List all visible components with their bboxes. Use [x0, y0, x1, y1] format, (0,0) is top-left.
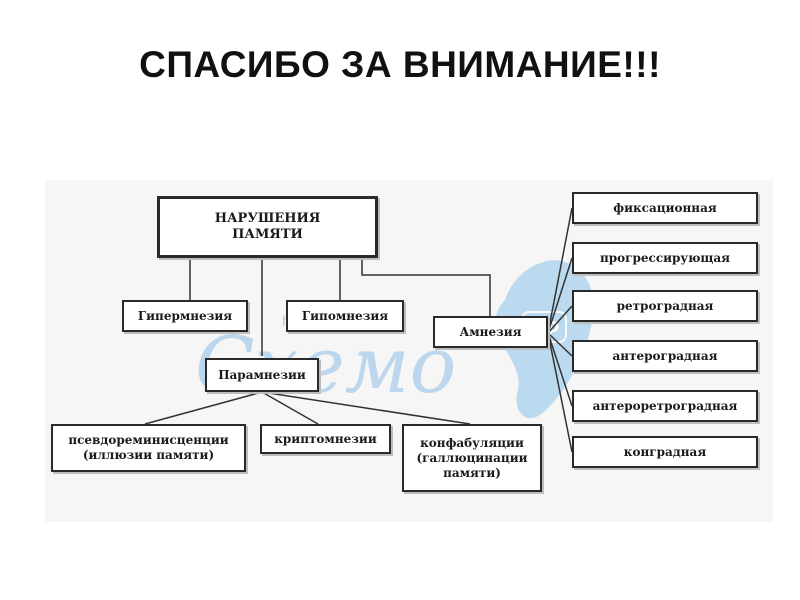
- hypermnesia-label: Гипермнезия: [137, 308, 233, 323]
- paramnesia-type-label: криптомнезии: [274, 431, 377, 446]
- amnesia-type-label: фиксационная: [613, 200, 717, 215]
- paramnesia-type-label: конфабуляции (галлюцинации памяти): [416, 435, 528, 480]
- amnesia-box: Амнезия: [433, 316, 548, 348]
- amnesia-type-label: антероградная: [612, 348, 718, 363]
- paramnesia-type-box: криптомнезии: [260, 424, 391, 454]
- amnesia-type-box: конградная: [572, 436, 758, 468]
- amnesia-type-label: ретроградная: [616, 298, 714, 313]
- hypomnesia-label: Гипомнезия: [301, 308, 389, 323]
- root-label: НАРУШЕНИЯ ПАМЯТИ: [214, 210, 321, 242]
- hypermnesia-box: Гипермнезия: [122, 300, 248, 332]
- hypomnesia-box: Гипомнезия: [286, 300, 404, 332]
- amnesia-type-label: антероретроградная: [592, 398, 738, 413]
- paramnesia-type-box: псевдореминисценции (иллюзии памяти): [51, 424, 246, 472]
- amnesia-type-label: прогрессирующая: [599, 250, 731, 265]
- amnesia-type-box: ретроградная: [572, 290, 758, 322]
- amnesia-type-label: конградная: [623, 444, 707, 459]
- paramnesia-label: Парамнезии: [218, 367, 306, 382]
- amnesia-type-box: фиксационная: [572, 192, 758, 224]
- slide-title: СПАСИБО ЗА ВНИМАНИЕ!!!: [139, 44, 661, 85]
- amnesia-type-box: антероретроградная: [572, 390, 758, 422]
- amnesia-type-box: антероградная: [572, 340, 758, 372]
- amnesia-label: Амнезия: [459, 324, 522, 339]
- paramnesia-type-label: псевдореминисценции (иллюзии памяти): [68, 433, 229, 462]
- paramnesia-type-box: конфабуляции (галлюцинации памяти): [402, 424, 542, 492]
- amnesia-type-box: прогрессирующая: [572, 242, 758, 274]
- root-box-memory-disorders: НАРУШЕНИЯ ПАМЯТИ: [157, 196, 378, 258]
- paramnesia-box: Парамнезии: [205, 358, 319, 392]
